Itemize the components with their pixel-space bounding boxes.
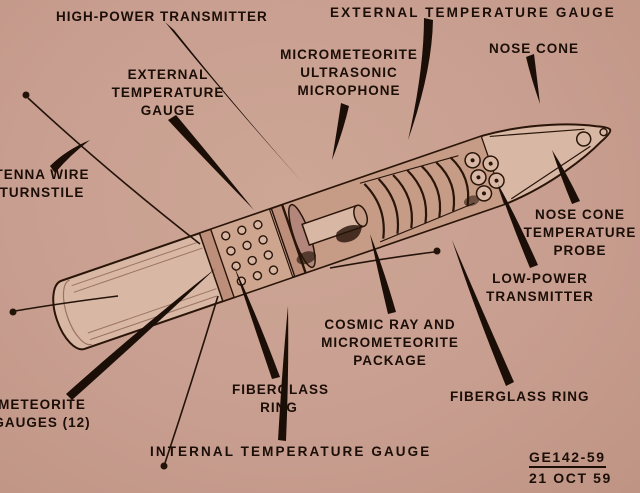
leader-micrometeorite-gauges [66, 268, 216, 400]
stamp-date: 21 OCT 59 [529, 470, 612, 486]
shadow-blob [336, 224, 362, 243]
coil-envelope [359, 155, 475, 243]
leader-cosmic-ray-package [370, 234, 396, 314]
antenna-wires [14, 97, 435, 464]
leader-internal-temperature-gauge [278, 306, 289, 441]
leader-external-temperature-gauge-left [168, 115, 254, 210]
leader-low-power-transmitter [498, 184, 538, 268]
gauge-band [210, 208, 294, 299]
nose-instrument [575, 131, 592, 147]
leader-external-temperature-gauge-top [408, 18, 433, 140]
leader-antenna-wire-turnstile [50, 140, 90, 173]
label-nose-cone: NOSE CONE [489, 41, 580, 56]
body-shading [71, 241, 217, 341]
satellite-illustration [52, 123, 612, 351]
antenna-wire [164, 295, 219, 464]
label-antenna-wire-turnstile: TENNA WIRE TURNSTILE [0, 167, 90, 200]
antenna-wire [27, 97, 201, 245]
label-fiberglass-ring-left: FIBERGLASS RING [232, 382, 330, 415]
label-external-temperature-gauge-top: EXTERNAL TEMPERATURE GAUGE [330, 5, 616, 20]
micrometeorite-gauge-ports [221, 220, 279, 286]
leader-high-power-transmitter [165, 22, 302, 182]
leader-fiberglass-ring-right [452, 240, 514, 386]
label-micrometeorite-ultrasonic-microphone: MICROMETEORITE ULTRASONIC MICROPHONE [280, 47, 418, 98]
label-high-power-transmitter: HIGH-POWER TRANSMITTER [56, 9, 268, 24]
leader-nose-cone [526, 54, 540, 104]
antenna-wire-tips [9, 91, 441, 470]
label-micrometeorite-gauges: METEORITE GAUGES (12) [0, 397, 91, 430]
antenna-wire [14, 295, 119, 312]
label-nose-cone-temperature-probe: NOSE CONE TEMPERATURE PROBE [523, 207, 637, 258]
rear-cap-rim [62, 279, 92, 346]
label-low-power-transmitter: LOW-POWER TRANSMITTER [486, 271, 594, 304]
label-fiberglass-ring-right: FIBERGLASS RING [450, 389, 590, 404]
instrument-coil [363, 156, 470, 239]
tube-end-cap [353, 204, 369, 228]
nose-tip-probe [599, 127, 608, 137]
shadow-blob [296, 251, 316, 265]
battery-cluster-dots [470, 158, 499, 196]
leader-lines [50, 18, 580, 441]
label-external-temperature-gauge-left: EXTERNAL TEMPERATURE GAUGE [111, 67, 225, 118]
drawing-stamp: GE142-59 21 OCT 59 [529, 449, 635, 486]
nose-cone-interior [489, 128, 591, 200]
leader-micrometeorite-microphone [332, 103, 349, 160]
stamp-drawing-number: GE142-59 [529, 449, 606, 468]
leader-fiberglass-ring-left [234, 266, 280, 379]
antenna-wire [329, 251, 435, 269]
label-internal-temperature-gauge: INTERNAL TEMPERATURE GAUGE [150, 444, 432, 459]
leader-nose-cone-temperature-probe [552, 150, 580, 204]
fiberglass-ring-band-forward [270, 203, 307, 278]
label-cosmic-ray-micrometeorite-package: COSMIC RAY AND MICROMETEORITE PACKAGE [321, 317, 459, 368]
